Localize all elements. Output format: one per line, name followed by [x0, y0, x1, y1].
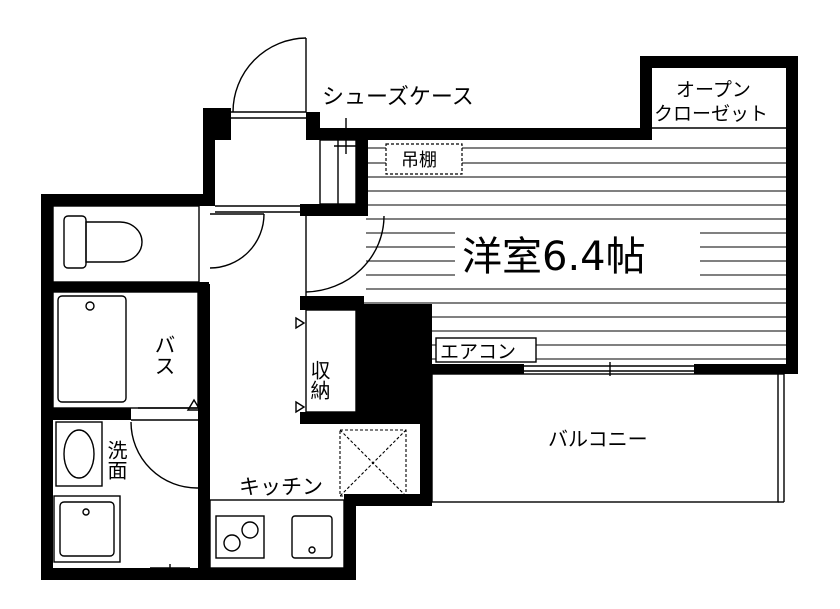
hanging-shelf-outline [385, 143, 463, 175]
washing-machine-icon [53, 495, 121, 563]
balcony-window [524, 362, 694, 376]
aircon-box [435, 337, 537, 363]
washbasin-icon [55, 421, 103, 487]
western-room-label-mask [455, 222, 700, 284]
washroom-label: 洗面 [104, 440, 128, 480]
kitchen-counter [209, 499, 345, 569]
toilet-icon [43, 205, 200, 283]
balcony [431, 373, 785, 503]
balcony-label: バルコニー [548, 427, 648, 451]
shoe-case-label: シューズケース [322, 85, 474, 110]
kitchen-label: キッチン [239, 475, 323, 499]
open-closet-label-line2: クローゼット [654, 103, 768, 125]
western-room-label: 洋室6.4帖 [462, 234, 646, 280]
washroom-door [130, 419, 199, 489]
small-window [150, 564, 190, 580]
toilet-door [209, 213, 265, 269]
walls [41, 56, 798, 580]
aircon-label: エアコン [440, 341, 516, 363]
floor-hatching [310, 147, 792, 360]
hanging-shelf-label: 吊棚 [401, 150, 437, 171]
kitchen-sink-icon [291, 515, 333, 559]
bathtub-icon [52, 291, 202, 411]
room-door [305, 215, 385, 296]
open-closet [652, 68, 786, 129]
open-closet-label-line1: オープン [676, 79, 751, 101]
bath-label: バス [152, 334, 176, 376]
refrigerator-space [339, 429, 407, 497]
entrance-door [231, 37, 307, 119]
shoe-case [319, 118, 358, 205]
storage-label: 収納 [307, 360, 331, 400]
storage-unit [295, 309, 357, 414]
